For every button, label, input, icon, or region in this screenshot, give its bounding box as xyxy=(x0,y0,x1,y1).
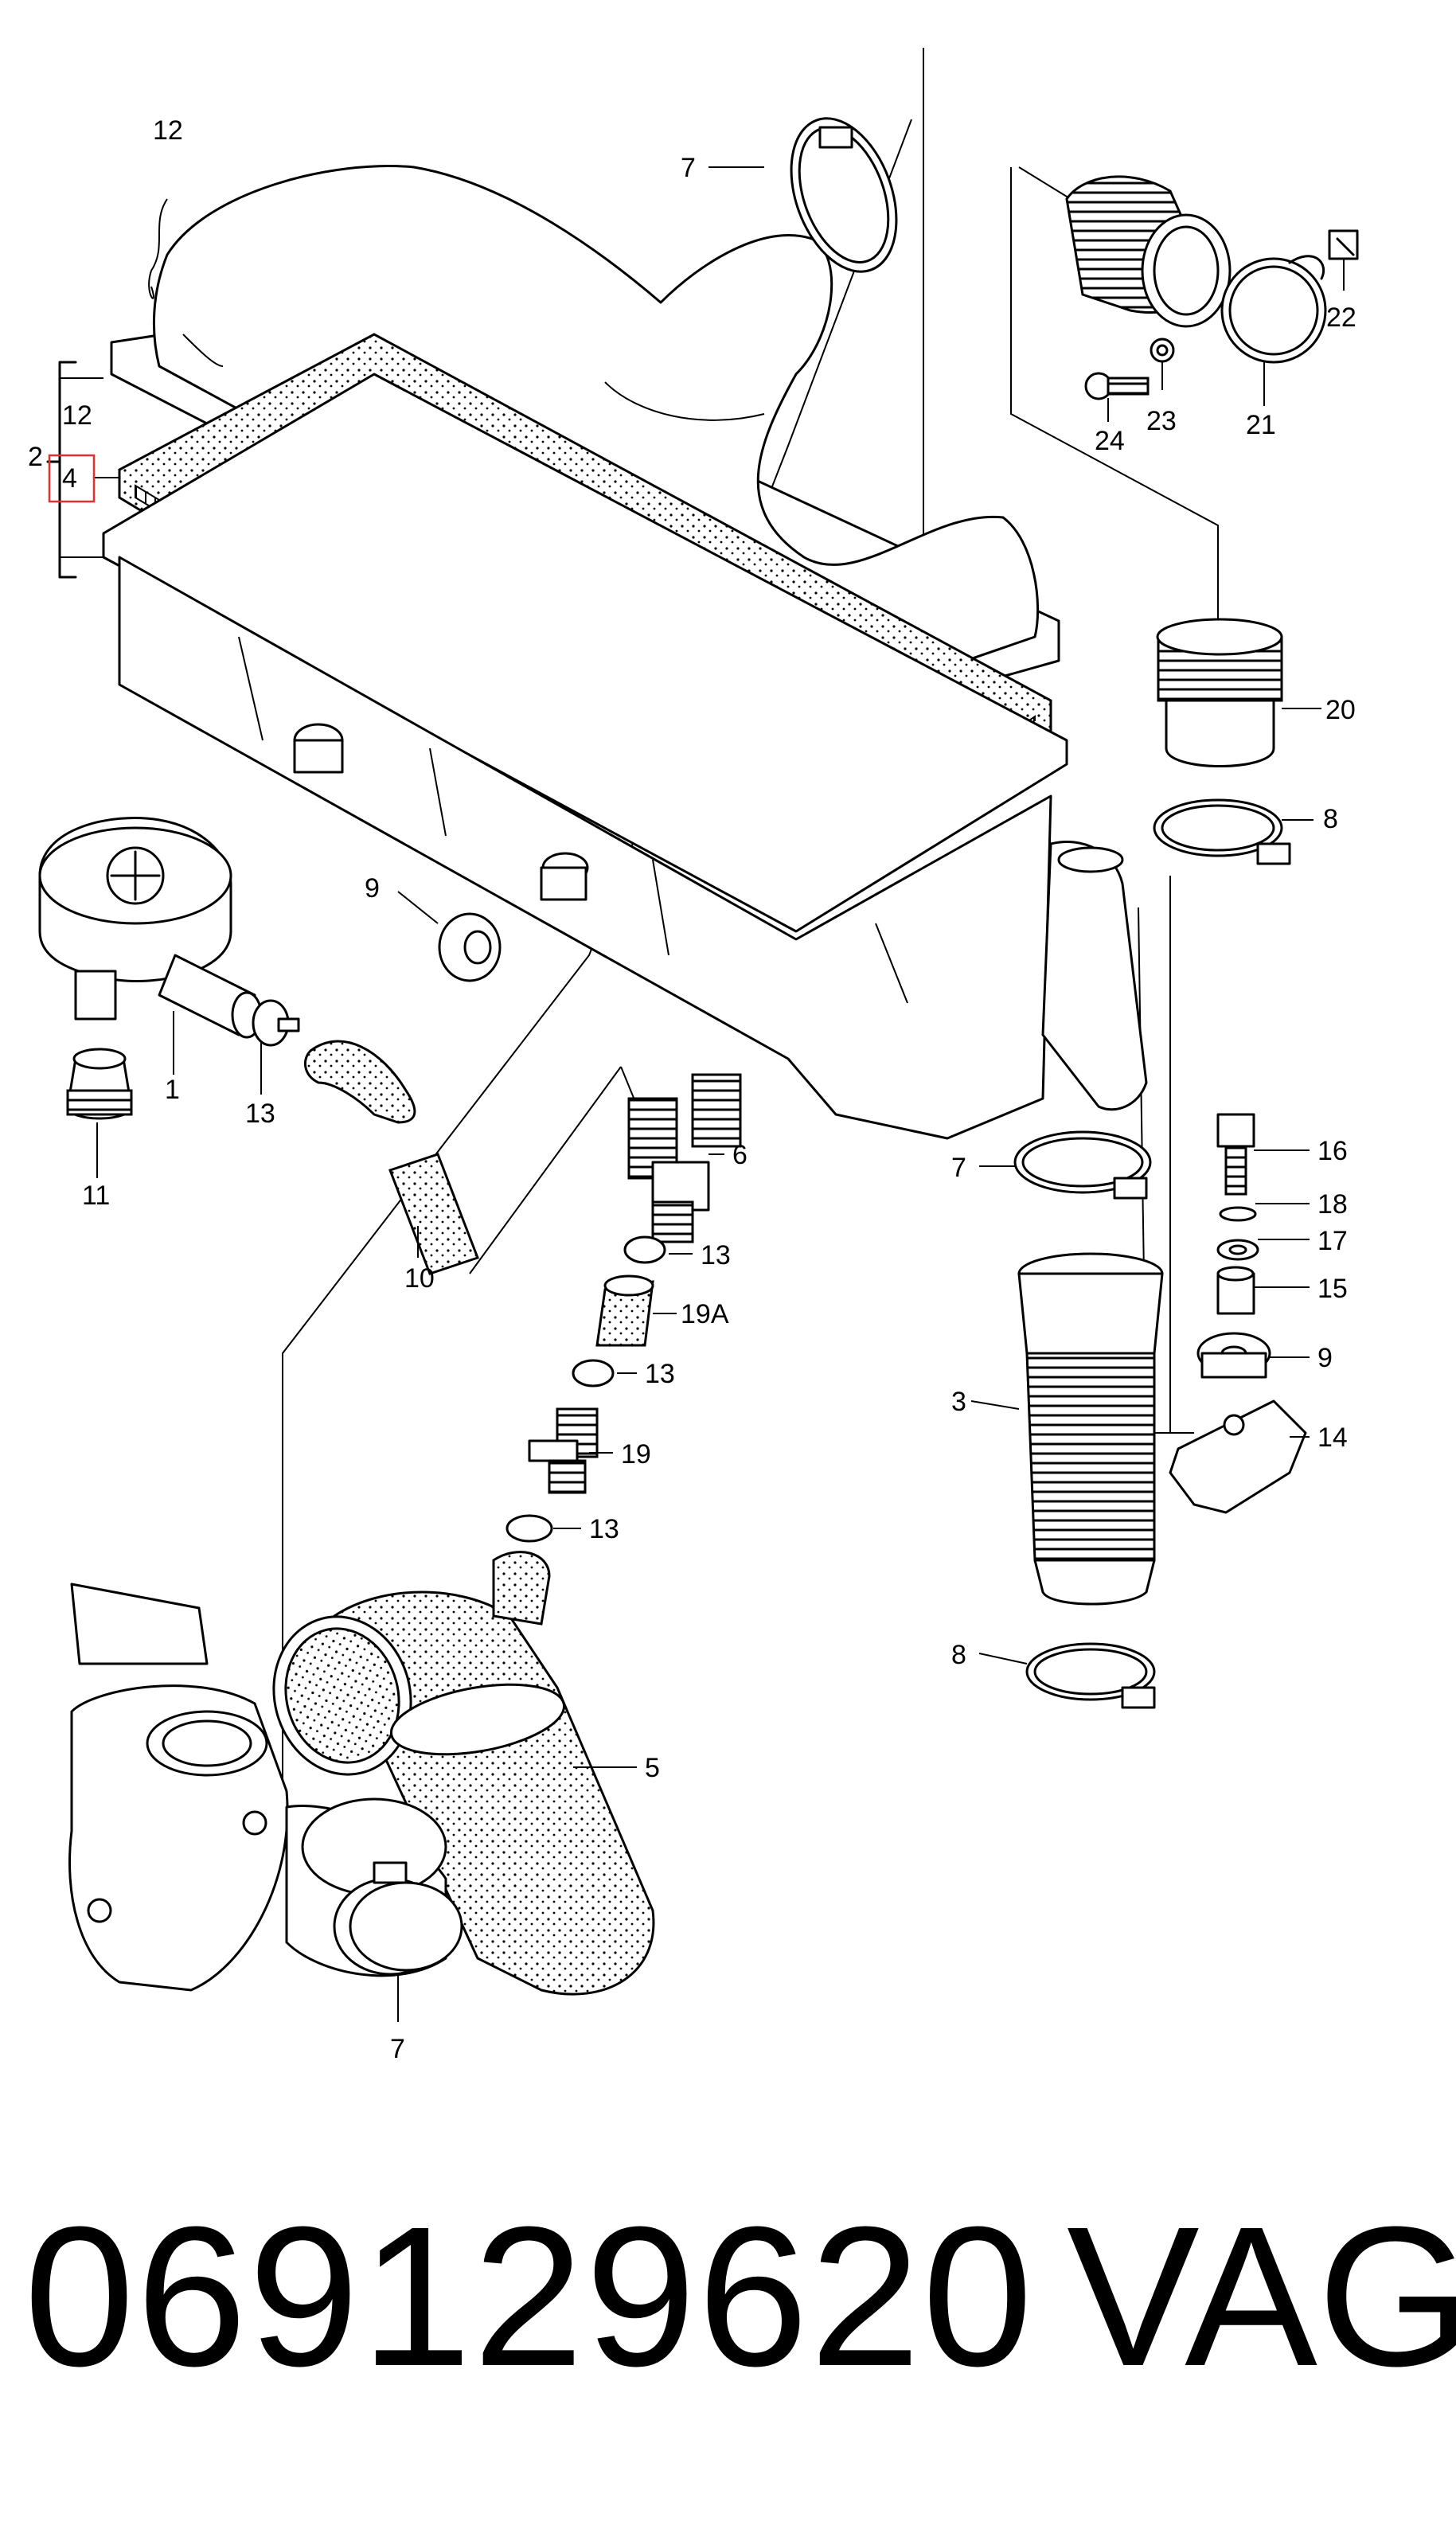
hose-clamp-8b xyxy=(1025,1642,1156,1709)
leader-lines xyxy=(60,166,1345,2022)
breather-valve xyxy=(38,817,263,1039)
callout-c4: 4 xyxy=(62,463,77,494)
grommet-9a xyxy=(438,912,502,982)
callout-c9b: 9 xyxy=(1317,1343,1333,1373)
callout-c2: 2 xyxy=(28,442,43,472)
corrugated-hose-3 xyxy=(1017,1252,1164,1606)
callout-c7b: 7 xyxy=(951,1153,966,1183)
callout-c5: 5 xyxy=(645,1753,660,1783)
callout-c6: 6 xyxy=(732,1140,748,1170)
callout-c16: 16 xyxy=(1317,1136,1348,1166)
hose-clamp-13a xyxy=(252,999,300,1047)
callout-c12b: 12 xyxy=(62,400,92,431)
callout-c13b: 13 xyxy=(701,1240,731,1270)
callout-c19: 19 xyxy=(621,1439,651,1470)
clip-22 xyxy=(1328,229,1359,260)
spring-washer-18 xyxy=(1219,1206,1257,1222)
brand-name: VAG xyxy=(1067,2185,1456,2407)
callout-c7c: 7 xyxy=(390,2034,405,2064)
callout-c8a: 8 xyxy=(1323,804,1338,834)
hose-clamp-7b xyxy=(1013,1130,1152,1200)
bolt-16 xyxy=(1216,1113,1255,1196)
callout-c10: 10 xyxy=(404,1263,435,1294)
callout-c15: 15 xyxy=(1317,1274,1348,1304)
callout-c1: 1 xyxy=(165,1075,180,1105)
air-cleaner-lower-housing xyxy=(102,373,1068,1140)
housing-intake-elbow xyxy=(1041,840,1148,1111)
hose-20 xyxy=(1156,618,1283,767)
callout-c19a: 19A xyxy=(681,1299,729,1329)
callout-c24: 24 xyxy=(1095,426,1125,456)
grommet-11 xyxy=(66,1048,133,1120)
callout-c3: 3 xyxy=(951,1387,966,1417)
callout-c12a: 12 xyxy=(153,115,183,146)
valve-6 xyxy=(627,1073,742,1243)
connector-19 xyxy=(528,1407,599,1494)
callout-c18: 18 xyxy=(1317,1189,1348,1220)
hose-clamp-13d xyxy=(506,1514,553,1543)
callout-c20: 20 xyxy=(1325,695,1356,725)
callout-c8b: 8 xyxy=(951,1640,966,1670)
callout-c7a: 7 xyxy=(681,153,696,183)
callout-c13d: 13 xyxy=(589,1514,619,1544)
callout-c14: 14 xyxy=(1317,1423,1348,1453)
washer-23 xyxy=(1150,338,1175,363)
callout-c9a: 9 xyxy=(365,873,380,904)
callout-c13c: 13 xyxy=(645,1359,675,1389)
hose-clamp-7c xyxy=(349,1861,463,1972)
seal-ring-21 xyxy=(1220,255,1327,364)
callout-c22: 22 xyxy=(1326,302,1356,333)
bracket-14 xyxy=(1169,1399,1307,1514)
grommet-9b xyxy=(1196,1332,1271,1379)
callout-c17: 17 xyxy=(1317,1226,1348,1256)
hose-clamp-8a xyxy=(1153,798,1291,865)
intake-tube-upper xyxy=(1065,175,1232,328)
callout-c11: 11 xyxy=(82,1181,110,1211)
callout-c13a: 13 xyxy=(245,1099,275,1129)
callout-c21: 21 xyxy=(1246,410,1276,440)
highlight-box xyxy=(48,454,96,503)
screw-24 xyxy=(1084,372,1150,400)
hose-19a xyxy=(595,1274,654,1347)
callout-c23: 23 xyxy=(1146,406,1177,436)
sleeve-15 xyxy=(1216,1266,1255,1315)
hose-clamp-7a xyxy=(790,117,898,273)
hose-clamp-13b xyxy=(623,1235,666,1264)
washer-17 xyxy=(1216,1239,1259,1261)
callout-labels: 12 7 2 12 4 22 24 23 21 20 8 9 1 13 11 1… xyxy=(28,115,1356,2064)
breather-hose-10 xyxy=(303,1040,479,1275)
intake-hose-5 xyxy=(272,1551,655,1996)
part-number: 069129620 xyxy=(24,2185,1035,2407)
hose-clamp-13c xyxy=(572,1359,615,1388)
